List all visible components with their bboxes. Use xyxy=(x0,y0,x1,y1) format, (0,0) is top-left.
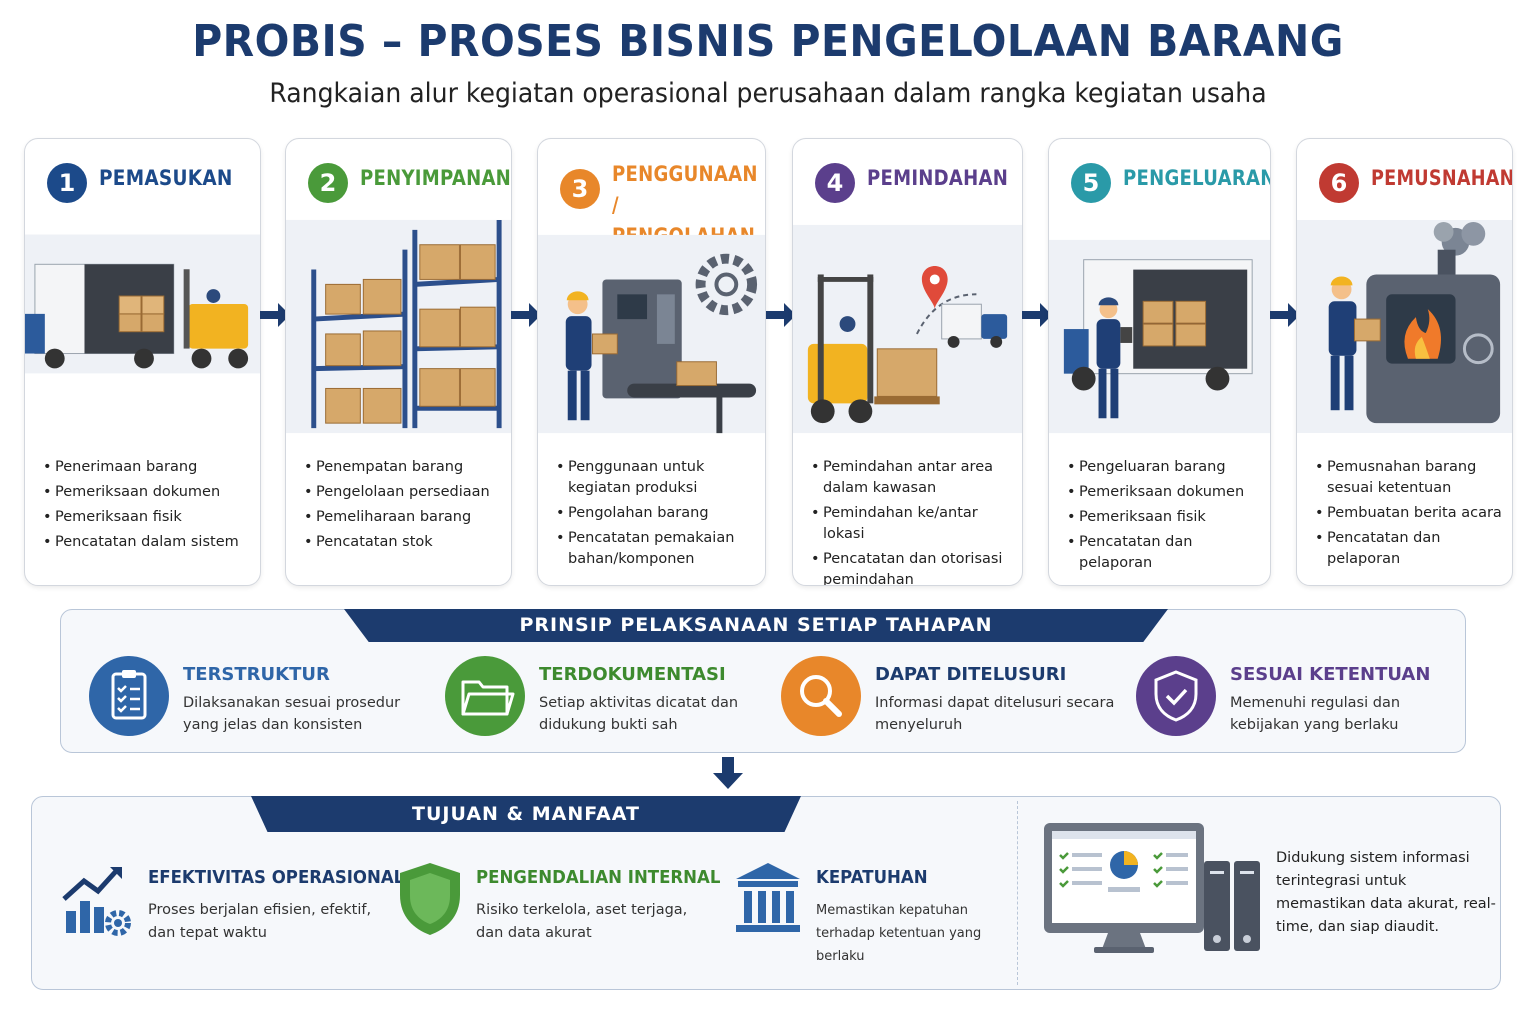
principle-text: Setiap aktivitas dicatat dan didukung bu… xyxy=(539,695,739,733)
step-title: PEMASUKAN xyxy=(99,166,233,190)
list-item: Pembuatan berita acara xyxy=(1315,503,1504,524)
step-number-badge: 2 xyxy=(308,163,348,203)
step-card-pemindahan: 4 PEMINDAHAN Pemindahan antar area dalam… xyxy=(792,138,1023,586)
page-title: PROBIS – PROSES BISNIS PENGELOLAAN BARAN… xyxy=(192,16,1344,67)
list-item: Pengolahan barang xyxy=(556,503,757,524)
list-item: Penerimaan barang xyxy=(43,457,252,478)
list-item: Pemeriksaan dokumen xyxy=(43,482,252,503)
goal-text: Memastikan kepatuhan terhadap ketentuan … xyxy=(816,903,982,964)
goals-divider xyxy=(1017,801,1018,985)
goal-title: KEPATUHAN xyxy=(816,867,928,888)
step-title: PENGELUARAN xyxy=(1123,166,1271,190)
flow-arrow-icon xyxy=(511,303,541,327)
list-item: Pencatatan dan pelaporan xyxy=(1315,528,1504,570)
step-bullets: Penempatan barang Pengelolaan persediaan… xyxy=(304,457,503,557)
page-subtitle: Rangkaian alur kegiatan operasional peru… xyxy=(269,78,1267,109)
step-card-penggunaan: 3 PENGGUNAAN / PENGOLAHAN Penggunaan unt… xyxy=(537,138,766,586)
list-item: Pengelolaan persediaan xyxy=(304,482,503,503)
step-number-badge: 5 xyxy=(1071,163,1111,203)
truck-inspection-illustration xyxy=(1049,239,1270,434)
step-bullets: Pemindahan antar area dalam kawasan Pemi… xyxy=(811,457,1014,585)
goal-text: Proses berjalan efisien, efektif, dan te… xyxy=(148,902,372,941)
step-card-pemasukan: 1 PEMASUKAN Penerimaan barang Pemeriksaa… xyxy=(24,138,261,586)
list-item: Pemusnahan barang sesuai ketentuan xyxy=(1315,457,1504,499)
principle-terdokumentasi: TERDOKUMENTASI Setiap aktivitas dicatat … xyxy=(445,654,765,744)
forklift-route-illustration xyxy=(793,224,1022,434)
list-item: Pemindahan antar area dalam kawasan xyxy=(811,457,1014,499)
step-bullets: Penggunaan untuk kegiatan produksi Pengo… xyxy=(556,457,757,574)
principle-title: SESUAI KETENTUAN xyxy=(1230,664,1431,685)
goal-title: PENGENDALIAN INTERNAL xyxy=(476,867,721,888)
shield-icon xyxy=(396,861,472,941)
flow-arrow-icon xyxy=(766,303,796,327)
list-item: Pemeriksaan fisik xyxy=(1067,507,1262,528)
warehouse-shelf-illustration xyxy=(286,219,511,434)
list-item: Penempatan barang xyxy=(304,457,503,478)
goal-text: Risiko terkelola, aset terjaga, dan data… xyxy=(476,902,688,941)
principle-title: TERDOKUMENTASI xyxy=(539,664,726,685)
flow-arrow-icon xyxy=(260,303,290,327)
principles-header: PRINSIP PELAKSANAAN SETIAP TAHAPAN xyxy=(344,609,1168,642)
step-title: PENYIMPANAN xyxy=(360,166,512,190)
magnifier-icon xyxy=(781,656,861,736)
principle-terstruktur: TERSTRUKTUR Dilaksanakan sesuai prosedur… xyxy=(89,654,409,744)
step-number-badge: 3 xyxy=(560,169,600,209)
list-item: Pengeluaran barang xyxy=(1067,457,1262,478)
list-item: Pencatatan pemakaian bahan/komponen xyxy=(556,528,757,570)
list-item: Pemeliharaan barang xyxy=(304,507,503,528)
incinerator-illustration xyxy=(1297,219,1512,434)
step-card-pemusnahan: 6 PEMUSNAHAN Pemusnahan barang sesuai ke… xyxy=(1296,138,1513,586)
list-item: Pencatatan dan otorisasi pemindahan xyxy=(811,549,1014,585)
step-number-badge: 1 xyxy=(47,163,87,203)
list-item: Pemeriksaan fisik xyxy=(43,507,252,528)
goal-title: EFEKTIVITAS OPERASIONAL xyxy=(148,867,405,888)
flow-arrow-icon xyxy=(1270,303,1300,327)
principles-panel: PRINSIP PELAKSANAAN SETIAP TAHAPAN TERST… xyxy=(60,609,1466,753)
step-number-badge: 6 xyxy=(1319,163,1359,203)
principle-text: Informasi dapat ditelusuri secara menyel… xyxy=(875,695,1115,733)
principle-text: Dilaksanakan sesuai prosedur yang jelas … xyxy=(183,695,401,733)
flow-arrow-icon xyxy=(1022,303,1052,327)
step-number-badge: 4 xyxy=(815,163,855,203)
step-bullets: Penerimaan barang Pemeriksaan dokumen Pe… xyxy=(43,457,252,557)
clipboard-checklist-icon xyxy=(89,656,169,736)
goals-panel: TUJUAN & MANFAAT EFEKTIVITAS OPERASIONAL… xyxy=(31,796,1501,990)
principle-text: Memenuhi regulasi dan kebijakan yang ber… xyxy=(1230,695,1401,733)
step-title: PEMINDAHAN xyxy=(867,166,1009,190)
principle-title: TERSTRUKTUR xyxy=(183,664,330,685)
computer-server-icon xyxy=(1044,823,1260,953)
institution-building-icon xyxy=(732,861,808,941)
list-item: Penggunaan untuk kegiatan produksi xyxy=(556,457,757,499)
step-bullets: Pengeluaran barang Pemeriksaan dokumen P… xyxy=(1067,457,1262,578)
step-card-penyimpanan: 2 PENYIMPANAN Penempatan barang Pengelol… xyxy=(285,138,512,586)
growth-chart-gear-icon xyxy=(60,861,136,941)
system-support-text: Didukung sistem informasi terintegrasi u… xyxy=(1276,850,1496,935)
principle-dapat-ditelusuri: DAPAT DITELUSURI Informasi dapat ditelus… xyxy=(781,654,1114,744)
step-card-pengeluaran: 5 PENGELUARAN Pengeluaran barang Pemerik… xyxy=(1048,138,1271,586)
step-title: PEMUSNAHAN xyxy=(1371,166,1513,190)
principle-sesuai-ketentuan: SESUAI KETENTUAN Memenuhi regulasi dan k… xyxy=(1136,654,1456,744)
list-item: Pemindahan ke/antar lokasi xyxy=(811,503,1014,545)
step-bullets: Pemusnahan barang sesuai ketentuan Pembu… xyxy=(1315,457,1504,574)
goals-header: TUJUAN & MANFAAT xyxy=(251,796,801,832)
principle-title: DAPAT DITELUSURI xyxy=(875,664,1067,685)
list-item: Pencatatan dalam sistem xyxy=(43,532,252,553)
list-item: Pencatatan stok xyxy=(304,532,503,553)
shield-check-icon xyxy=(1136,656,1216,736)
production-machine-illustration xyxy=(538,234,765,434)
list-item: Pemeriksaan dokumen xyxy=(1067,482,1262,503)
list-item: Pencatatan dan pelaporan xyxy=(1067,532,1262,574)
truck-forklift-illustration xyxy=(25,224,260,374)
step-title-line1: PENGGUNAAN / xyxy=(612,162,758,217)
down-arrow-icon xyxy=(713,757,743,789)
folder-icon xyxy=(445,656,525,736)
